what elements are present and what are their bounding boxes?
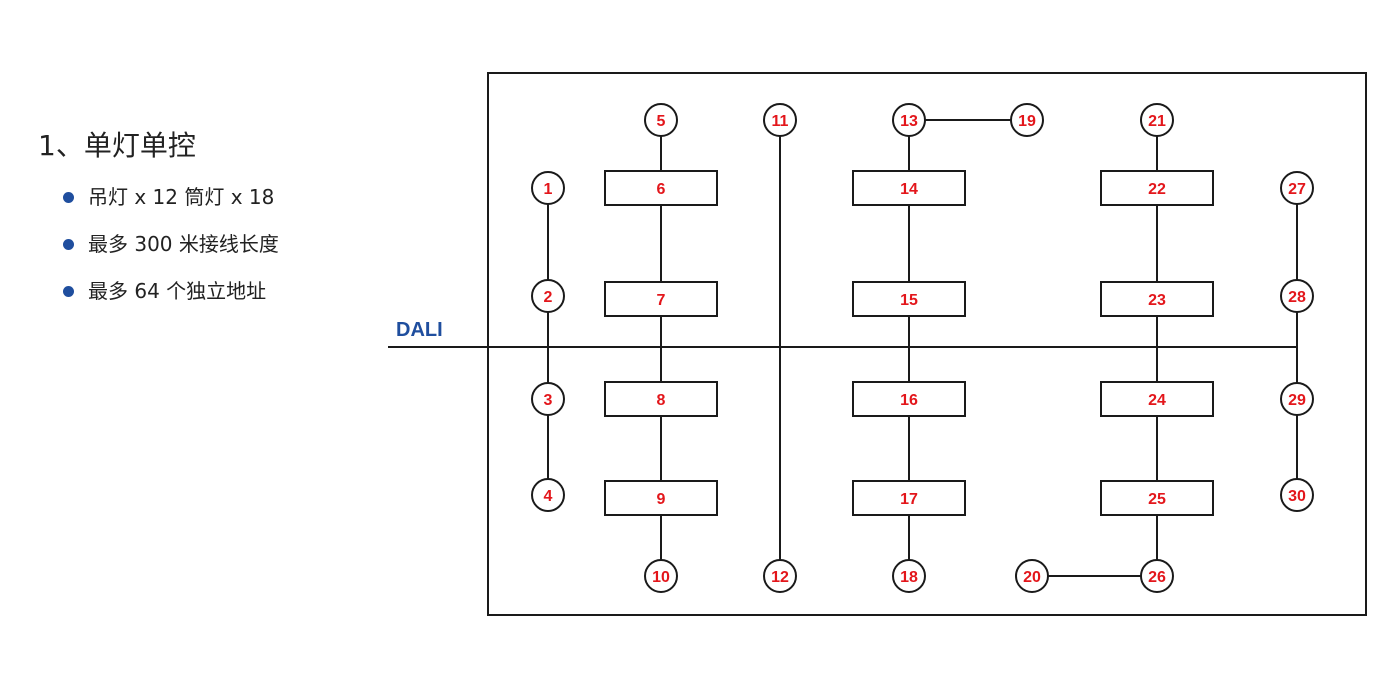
downlight-box-22	[1100, 170, 1214, 206]
pendant-light-node-19	[1010, 103, 1044, 137]
bullet-dot-icon	[63, 239, 74, 250]
pendant-light-node-label: 21	[1148, 113, 1166, 130]
feature-item: 最多 300 米接线长度	[60, 225, 279, 272]
downlight-box-23	[1100, 281, 1214, 317]
node-group: 6789141516172223242512345101112131819202…	[531, 103, 1314, 593]
feature-text: 最多 300 米接线长度	[88, 232, 279, 256]
downlight-box-label: 25	[1148, 491, 1166, 508]
downlight-box-label: 15	[900, 292, 918, 309]
feature-text: 吊灯 x 12 筒灯 x 18	[88, 185, 275, 209]
pendant-light-node-26	[1140, 559, 1174, 593]
pendant-light-node-label: 3	[544, 392, 553, 409]
pendant-light-node-label: 12	[771, 569, 789, 586]
pendant-light-node-label: 28	[1288, 289, 1306, 306]
pendant-light-node-label: 10	[652, 569, 670, 586]
feature-list: 吊灯 x 12 筒灯 x 18 最多 300 米接线长度 最多 64 个独立地址	[60, 178, 279, 319]
pendant-light-node-label: 2	[544, 289, 553, 306]
downlight-box-label: 23	[1148, 292, 1166, 309]
pendant-light-node-label: 20	[1023, 569, 1041, 586]
downlight-box-label: 14	[900, 181, 918, 198]
pendant-light-node-29	[1280, 382, 1314, 416]
pendant-light-node-1	[531, 171, 565, 205]
feature-text: 最多 64 个独立地址	[88, 279, 267, 303]
pendant-light-node-2	[531, 279, 565, 313]
downlight-box-15	[852, 281, 966, 317]
wire-group	[388, 119, 1298, 577]
pendant-light-node-30	[1280, 478, 1314, 512]
bullet-dot-icon	[63, 192, 74, 203]
pendant-light-node-10	[644, 559, 678, 593]
downlight-box-label: 7	[657, 292, 666, 309]
downlight-box-16	[852, 381, 966, 417]
pendant-light-node-5	[644, 103, 678, 137]
downlight-box-label: 17	[900, 491, 918, 508]
pendant-light-node-label: 5	[657, 113, 666, 130]
pendant-light-node-4	[531, 478, 565, 512]
downlight-box-24	[1100, 381, 1214, 417]
pendant-light-node-label: 18	[900, 569, 918, 586]
pendant-light-node-13	[892, 103, 926, 137]
pendant-light-node-label: 30	[1288, 488, 1306, 505]
pendant-light-node-27	[1280, 171, 1314, 205]
downlight-box-6	[604, 170, 718, 206]
downlight-box-label: 16	[900, 392, 918, 409]
pendant-light-node-label: 26	[1148, 569, 1166, 586]
pendant-light-node-label: 11	[772, 113, 789, 130]
downlight-box-label: 24	[1148, 392, 1166, 409]
downlight-box-label: 8	[657, 392, 666, 409]
pendant-light-node-label: 29	[1288, 392, 1306, 409]
downlight-box-17	[852, 480, 966, 516]
pendant-light-node-label: 19	[1018, 113, 1036, 130]
pendant-light-node-label: 27	[1288, 181, 1306, 198]
downlight-box-14	[852, 170, 966, 206]
pendant-light-node-3	[531, 382, 565, 416]
feature-item: 吊灯 x 12 筒灯 x 18	[60, 178, 279, 225]
downlight-box-label: 6	[657, 181, 666, 198]
pendant-light-node-21	[1140, 103, 1174, 137]
pendant-light-node-12	[763, 559, 797, 593]
diagram-frame	[487, 72, 1367, 616]
feature-item: 最多 64 个独立地址	[60, 272, 279, 319]
downlight-box-8	[604, 381, 718, 417]
pendant-light-node-28	[1280, 279, 1314, 313]
downlight-box-label: 22	[1148, 181, 1166, 198]
downlight-box-25	[1100, 480, 1214, 516]
pendant-light-node-label: 4	[544, 488, 553, 505]
pendant-light-node-11	[763, 103, 797, 137]
pendant-light-node-label: 1	[544, 181, 553, 198]
pendant-light-node-18	[892, 559, 926, 593]
pendant-light-node-label: 13	[900, 113, 918, 130]
dali-bus-label: DALI	[396, 319, 443, 341]
pendant-light-node-20	[1015, 559, 1049, 593]
section-title: 1、单灯单控	[38, 129, 196, 162]
downlight-box-9	[604, 480, 718, 516]
downlight-box-7	[604, 281, 718, 317]
bullet-dot-icon	[63, 286, 74, 297]
downlight-box-label: 9	[657, 491, 666, 508]
